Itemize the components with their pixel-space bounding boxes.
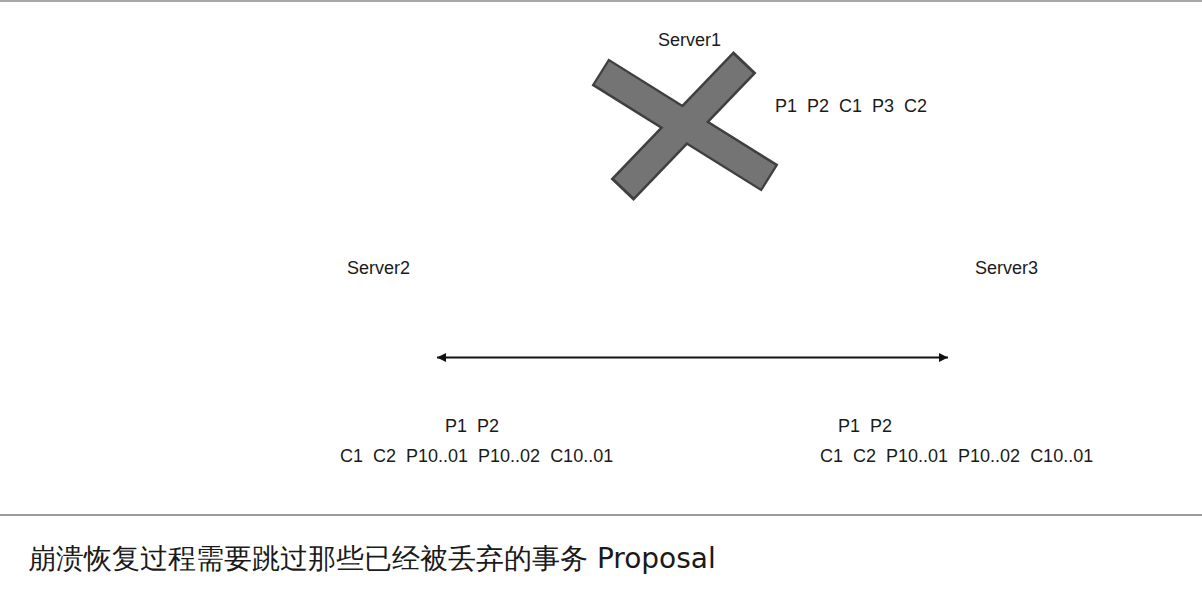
server-name: Server2	[347, 258, 410, 280]
server-icon	[327, 290, 435, 425]
figure-caption: 崩溃恢复过程需要跳过那些已经被丢弃的事务 Proposal	[28, 540, 716, 578]
log-entries: P1 P2 C1 P3 C2	[775, 96, 927, 118]
server-node: Server2P1 P2C1 C2 P10..01 P10..02 C10..0…	[327, 290, 435, 425]
log-entries: P1 P2	[838, 416, 892, 438]
server-name: Server1	[658, 30, 721, 52]
sync-arrow	[437, 357, 948, 359]
log-entries: C1 C2 P10..01 P10..02 C10..01	[820, 446, 1093, 468]
top-rule	[0, 0, 1202, 2]
server-icon	[612, 52, 712, 177]
server-node: Server3P1 P2C1 C2 P10..01 P10..02 C10..0…	[950, 290, 1058, 425]
crash-cross	[600, 62, 770, 190]
log-entries: C1 C2 P10..01 P10..02 C10..01	[340, 446, 613, 468]
server-node: Server1P1 P2 C1 P3 C2	[612, 52, 712, 177]
log-entries: P1 P2	[445, 416, 499, 438]
separator-rule	[0, 514, 1202, 516]
server-icon	[950, 290, 1058, 425]
server-name: Server3	[975, 258, 1038, 280]
